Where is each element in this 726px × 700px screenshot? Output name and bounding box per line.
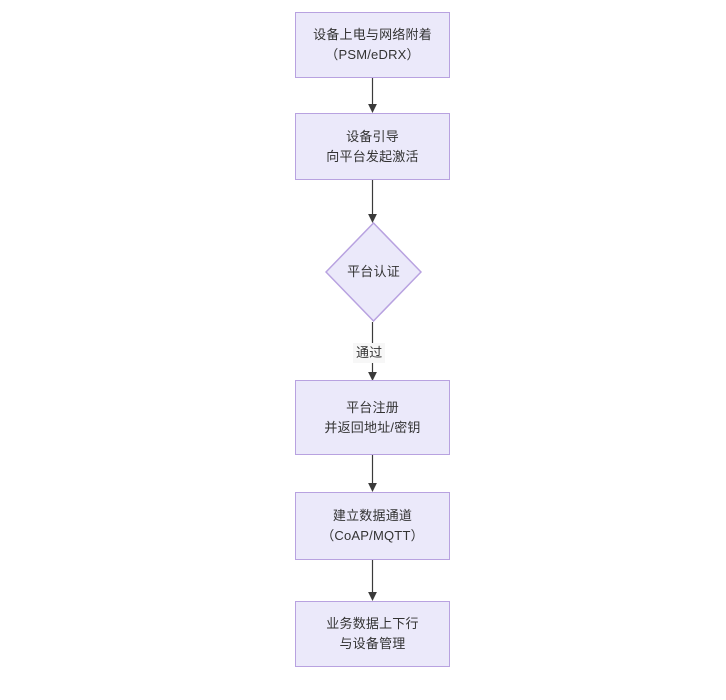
node-power-on-line1: 设备上电与网络附着 xyxy=(313,27,432,42)
node-data-channel-line2: （CoAP/MQTT） xyxy=(321,528,424,543)
node-service-data[interactable]: 业务数据上下行 与设备管理 xyxy=(295,601,450,667)
node-platform-register-line1: 平台注册 xyxy=(346,399,399,415)
diamond-shape xyxy=(325,222,422,322)
node-data-channel-line1: 建立数据通道 xyxy=(332,508,413,523)
node-service-data-line1: 业务数据上下行 xyxy=(326,616,419,631)
node-power-on-line2: （PSM/eDRX） xyxy=(325,47,420,62)
node-platform-register-line2: 并返回地址/密钥 xyxy=(324,419,421,435)
edge-data-channel-to-service-data xyxy=(366,560,379,602)
node-platform-register[interactable]: 平台注册 并返回地址/密钥 xyxy=(295,380,450,455)
node-bootstrap-line2: 向平台发起激活 xyxy=(326,148,419,164)
edge-register-to-data-channel xyxy=(366,455,379,493)
node-platform-auth-label: 平台认证 xyxy=(347,264,400,279)
node-data-channel[interactable]: 建立数据通道 （CoAP/MQTT） xyxy=(295,492,450,560)
edge-bootstrap-to-platform-auth xyxy=(366,180,379,224)
node-bootstrap-line1: 设备引导 xyxy=(346,128,399,144)
edge-label-pass: 通过 xyxy=(353,343,386,363)
node-power-on[interactable]: 设备上电与网络附着 （PSM/eDRX） xyxy=(295,12,450,78)
node-platform-auth[interactable]: 平台认证 xyxy=(325,222,422,322)
node-bootstrap[interactable]: 设备引导 向平台发起激活 xyxy=(295,113,450,180)
edge-power-on-to-bootstrap xyxy=(366,78,379,114)
node-service-data-line2: 与设备管理 xyxy=(339,636,406,651)
